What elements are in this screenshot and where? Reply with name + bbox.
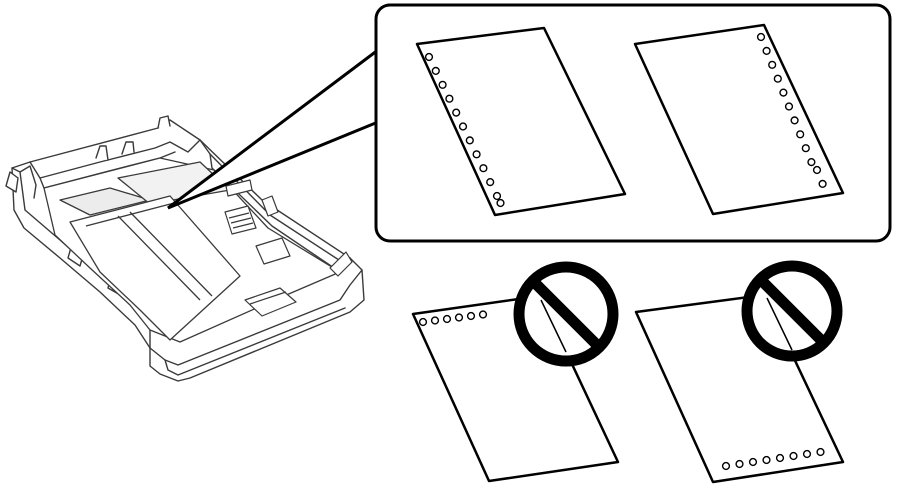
punch-holes: [424, 52, 505, 208]
incorrect-sheet-holes-bottom: [634, 293, 845, 484]
punch-holes: [756, 32, 827, 189]
punch-holes: [418, 310, 488, 327]
punch-holes: [721, 447, 825, 471]
correct-sheet-holes-left: [415, 26, 627, 217]
prohibited-icon: [513, 261, 619, 367]
callout-pointer: [167, 46, 380, 210]
loaded-paper: [69, 195, 241, 341]
correct-sheet-holes-right: [633, 23, 845, 216]
tray-guides: [224, 179, 353, 317]
incorrect-sheet-holes-top: [411, 294, 620, 483]
prohibited-icon: [741, 260, 843, 362]
